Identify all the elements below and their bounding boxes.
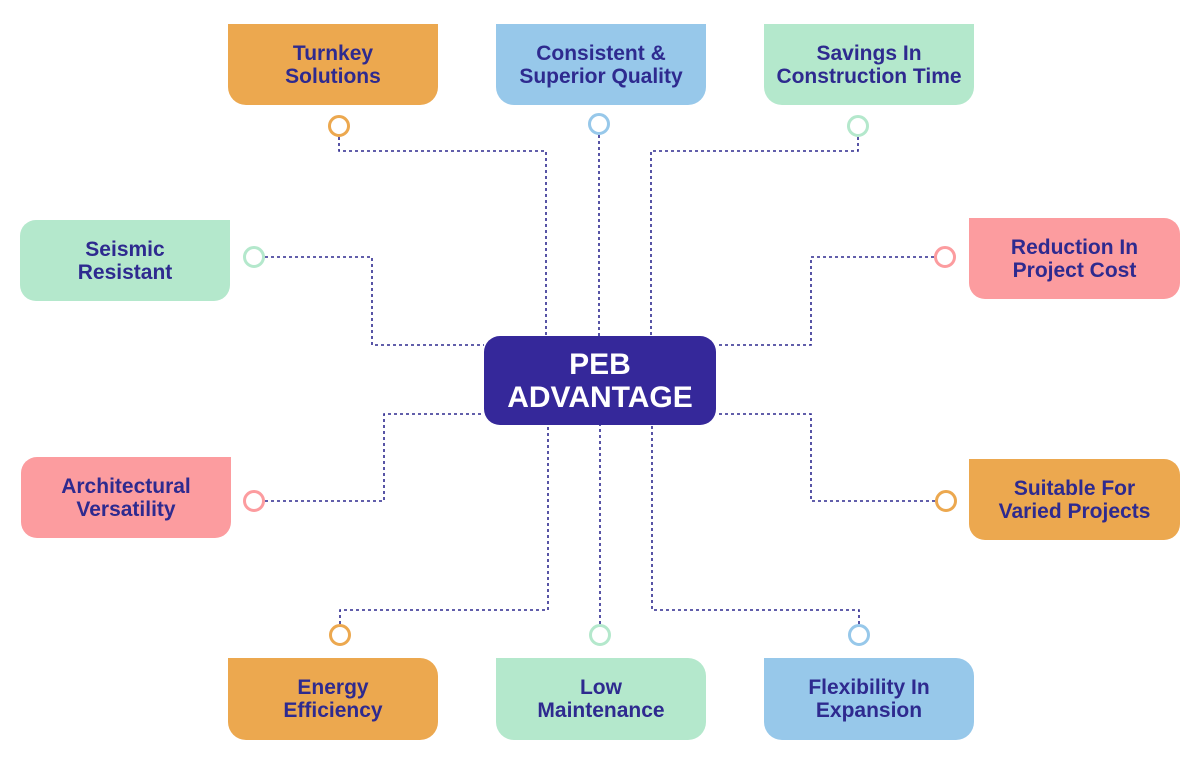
box-energy-efficiency: Energy Efficiency — [228, 658, 438, 740]
connector-line-reduction — [716, 256, 934, 346]
center-box-peb-advantage: PEB ADVANTAGE — [484, 336, 716, 425]
box-reduction-project-cost: Reduction In Project Cost — [969, 218, 1180, 299]
box-suitable-varied-projects: Suitable For Varied Projects — [969, 459, 1180, 540]
connector-dot-reduction — [934, 246, 956, 268]
box-turnkey-solutions: Turnkey Solutions — [228, 24, 438, 105]
connector-dot-architectural — [243, 490, 265, 512]
box-label: Energy Efficiency — [283, 676, 383, 722]
box-label: Reduction In Project Cost — [1010, 235, 1139, 282]
connector-dot-energy — [329, 624, 351, 646]
connector-line-seismic — [265, 256, 484, 346]
box-label: Consistent & Superior Quality — [519, 41, 683, 88]
center-label: PEB ADVANTAGE — [507, 347, 693, 414]
box-low-maintenance: Low Maintenance — [496, 658, 706, 740]
box-label: Architectural Versatility — [61, 474, 191, 521]
connector-dot-seismic — [243, 246, 265, 268]
box-label: Suitable For Varied Projects — [998, 476, 1151, 523]
connector-line-suitable — [716, 413, 935, 502]
connector-dot-suitable — [935, 490, 957, 512]
box-label: Savings In Construction Time — [776, 41, 962, 88]
connector-dot-savings — [847, 115, 869, 137]
connector-dot-maintenance — [589, 624, 611, 646]
box-consistent-superior-quality: Consistent & Superior Quality — [496, 24, 706, 105]
box-label: Seismic Resistant — [77, 237, 173, 284]
connector-line-architectural — [265, 413, 484, 502]
box-seismic-resistant: Seismic Resistant — [20, 220, 230, 301]
connector-dot-turnkey — [328, 115, 350, 137]
connector-line-turnkey — [338, 137, 547, 336]
connector-line-energy — [339, 425, 549, 624]
connector-dot-quality — [588, 113, 610, 135]
box-label: Turnkey Solutions — [285, 41, 381, 88]
connector-line-flexibility — [651, 425, 860, 624]
box-label: Flexibility In Expansion — [808, 676, 930, 722]
box-flexibility-expansion: Flexibility In Expansion — [764, 658, 974, 740]
box-label: Low Maintenance — [537, 676, 665, 722]
connector-dot-flexibility — [848, 624, 870, 646]
box-architectural-versatility: Architectural Versatility — [21, 457, 231, 538]
connector-line-savings — [650, 137, 859, 336]
box-savings-construction-time: Savings In Construction Time — [764, 24, 974, 105]
